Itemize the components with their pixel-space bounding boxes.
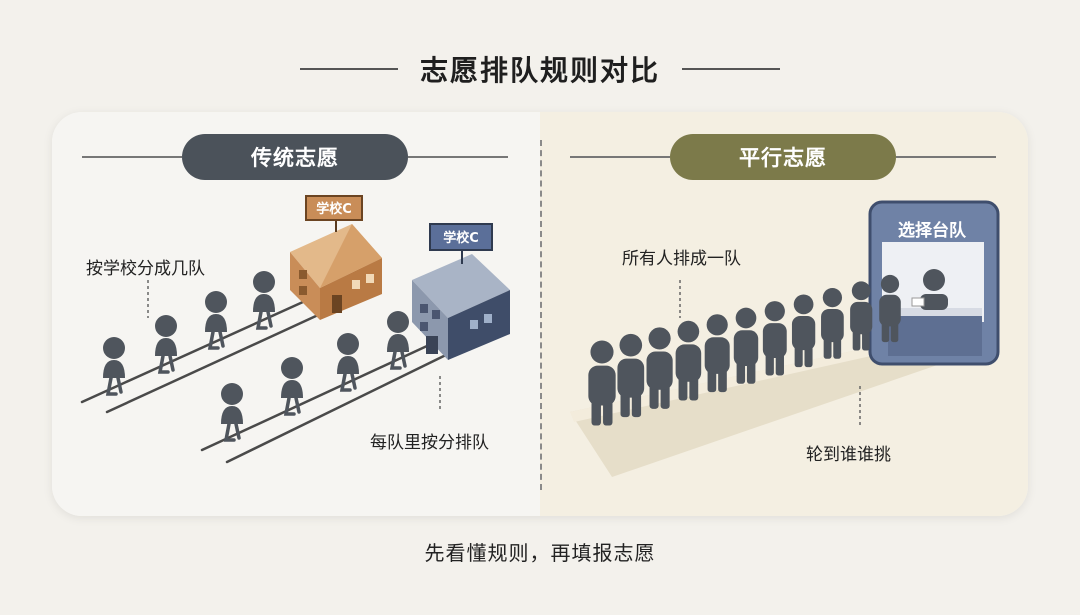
page-title: 志愿排队规则对比: [419, 54, 660, 87]
lane-line: [225, 350, 454, 464]
traditional-illustration: 学校C 学校C: [80, 195, 510, 464]
person-icon: [281, 357, 303, 416]
person-icon: [103, 337, 125, 396]
traditional-header: 传统志愿: [82, 132, 508, 182]
person-icon: [675, 320, 702, 401]
school-sign-brown: 学校C: [316, 201, 352, 217]
parallel-header-pill: 平行志愿: [670, 134, 896, 180]
person-icon: [387, 311, 409, 370]
traditional-header-pill: 传统志愿: [182, 134, 408, 180]
person-icon: [879, 274, 901, 343]
note-one-queue: 所有人排成一队: [622, 249, 741, 269]
comparison-card: 传统志愿 平行志愿 学校C: [52, 112, 1028, 516]
school-building-brown: [290, 195, 382, 320]
person-icon: [588, 340, 616, 426]
booth-sign: 选择台队: [898, 220, 967, 241]
title-rule-right: [682, 68, 780, 70]
person-icon: [704, 314, 730, 393]
parallel-header: 平行志愿: [570, 132, 996, 182]
title-rule-left: [299, 68, 398, 70]
person-icon: [733, 307, 759, 384]
header-rule-right: [408, 156, 508, 158]
panel-divider: [540, 140, 542, 490]
school-sign-blue: 学校C: [443, 230, 479, 246]
person-icon: [850, 281, 873, 351]
selection-booth: [868, 200, 1000, 366]
single-queue-people: [588, 274, 901, 426]
person-icon: [155, 315, 177, 374]
title-row: 志愿排队规则对比: [0, 44, 1080, 94]
person-icon: [253, 271, 275, 330]
header-rule-left: [82, 156, 182, 158]
person-icon: [646, 327, 673, 409]
note-take-turns: 轮到谁谁挑: [806, 445, 891, 465]
header-rule-left: [570, 156, 670, 158]
parallel-illustration: 选择台队: [570, 200, 1000, 477]
person-icon: [221, 383, 243, 442]
queue-people: [103, 271, 409, 442]
person-icon: [617, 333, 645, 418]
footer-tip: 先看懂规则，再填报志愿: [424, 541, 656, 565]
person-icon: [821, 287, 844, 359]
person-icon: [791, 294, 816, 368]
note-sort-by-score: 每队里按分排队: [370, 433, 489, 453]
note-split-by-school: 按学校分成几队: [86, 259, 205, 279]
header-rule-right: [896, 156, 996, 158]
person-icon: [205, 291, 227, 350]
lane-line: [105, 302, 344, 414]
person-icon: [337, 333, 359, 392]
person-icon: [762, 301, 787, 376]
school-building-blue: [412, 223, 510, 360]
queue-floor: [570, 342, 952, 477]
